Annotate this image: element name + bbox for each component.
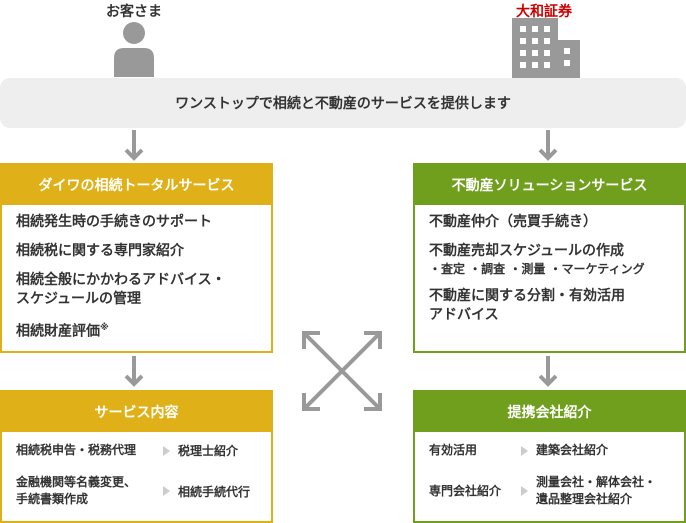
inheritance-service-box: ダイワの相続トータルサービス 相続発生時の手続きのサポート 相続税に関する専門家…: [0, 163, 273, 353]
service-row-right: 相続手続代行: [178, 484, 251, 499]
partner-row: 専門会社紹介 測量会社・解体会社・ 遺品整理会社紹介: [429, 474, 656, 508]
triangle-right-icon: [521, 445, 528, 456]
note-mark: ※: [100, 323, 109, 333]
partner-company-box: 提携会社紹介 有効活用 建築会社紹介 専門会社紹介 測量会社・解体会社・ 遺品整…: [413, 390, 686, 523]
building-icon: [512, 18, 580, 78]
partner-row: 有効活用 建築会社紹介: [429, 442, 608, 459]
customer-label: お客さま: [106, 4, 162, 20]
inheritance-item: 相続発生時の手続きのサポート: [16, 214, 212, 230]
inheritance-box-title: ダイワの相続トータルサービス: [2, 165, 271, 205]
inheritance-item: 相続税に関する専門家紹介: [16, 243, 184, 259]
service-row: 相続税申告・税務代理 税理士紹介: [16, 442, 238, 459]
partner-row-right: 測量会社・解体会社・ 遺品整理会社紹介: [536, 475, 657, 506]
triangle-right-icon: [163, 445, 170, 456]
inheritance-item: 相続全般にかかわるアドバイス・ スケジュールの管理: [16, 272, 226, 307]
realestate-box-title: 不動産ソリューションサービス: [415, 165, 684, 205]
realestate-item: 不動産売却スケジュールの作成 ・査定 ・調査 ・測量 ・マーケティング: [429, 243, 645, 276]
arrow-down-icon: [124, 356, 144, 387]
partner-row-left: 専門会社紹介: [429, 483, 502, 498]
realestate-item: 不動産仲介（売買手続き）: [429, 214, 597, 230]
realestate-service-box: 不動産ソリューションサービス 不動産仲介（売買手続き） 不動産売却スケジュールの…: [413, 163, 686, 353]
triangle-right-icon: [163, 486, 170, 496]
partner-box-title: 提携会社紹介: [415, 392, 684, 432]
cross-arrows-icon: [302, 331, 382, 411]
triangle-right-icon: [521, 486, 528, 496]
service-row-left: 金融機関等名義変更、 手続書類作成: [16, 475, 137, 506]
onestop-banner: ワンストップで相続と不動産のサービスを提供します: [0, 78, 686, 128]
service-row-left: 相続税申告・税務代理: [16, 443, 137, 457]
partner-row-left: 有効活用: [429, 443, 478, 457]
arrow-down-icon: [538, 130, 558, 161]
person-icon: [114, 22, 154, 77]
daiwa-label: 大和証券: [516, 4, 572, 20]
service-box-title: サービス内容: [2, 392, 271, 432]
arrow-down-icon: [124, 130, 144, 161]
arrow-down-icon: [538, 356, 558, 387]
service-row: 金融機関等名義変更、 手続書類作成 相続手続代行: [16, 474, 250, 508]
service-row-right: 税理士紹介: [178, 444, 239, 458]
inheritance-item: 相続財産評価※: [16, 323, 109, 340]
realestate-item: 不動産に関する分割・有効活用 アドバイス: [429, 288, 625, 323]
partner-row-right: 建築会社紹介: [536, 443, 609, 457]
service-content-box: サービス内容 相続税申告・税務代理 税理士紹介 金融機関等名義変更、 手続書類作…: [0, 390, 273, 523]
